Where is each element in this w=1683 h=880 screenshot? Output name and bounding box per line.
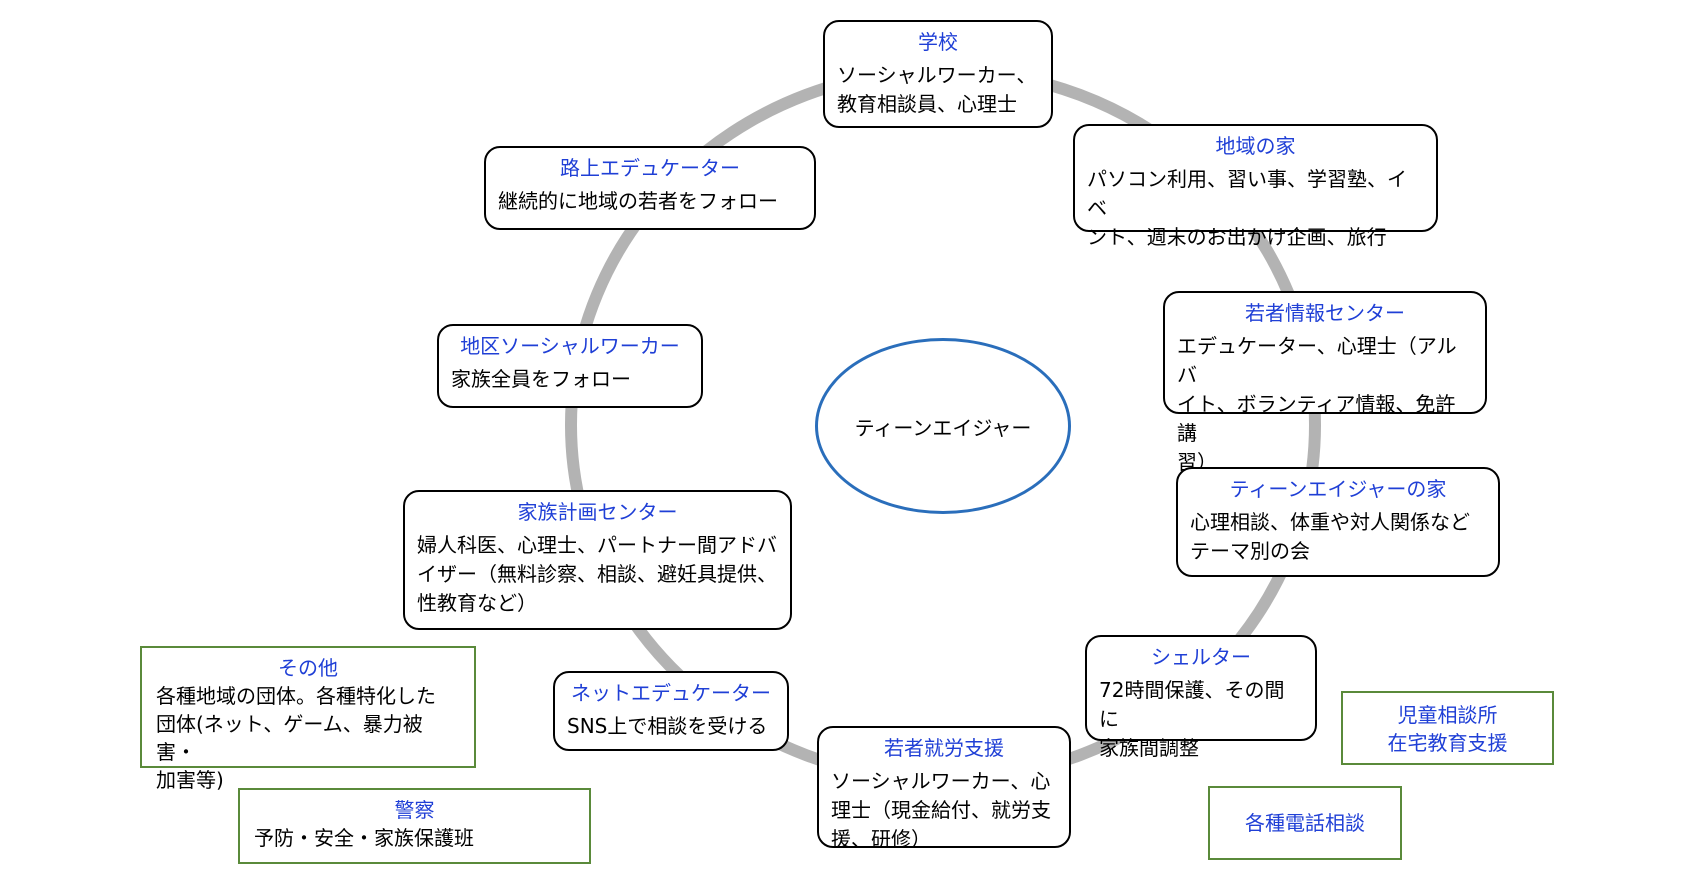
node-title: 路上エデュケーター — [560, 156, 740, 180]
extra-body: 予防・安全・家族保護班 — [254, 826, 474, 850]
node-body: SNS上で相談を受ける — [567, 714, 768, 738]
node-body: 心理相談、体重や対人関係など テーマ別の会 — [1190, 510, 1470, 563]
node-family-planning-center: 家族計画センター 婦人科医、心理士、パートナー間アドバ イザー（無料診察、相談、… — [403, 490, 792, 630]
node-net-educator: ネットエデュケーター SNS上で相談を受ける — [553, 671, 789, 751]
node-title: シェルター — [1151, 645, 1251, 669]
node-title: 地区ソーシャルワーカー — [460, 334, 680, 358]
extra-others: その他 各種地域の団体。各種特化した 団体(ネット、ゲーム、暴力被害・ 加害等) — [140, 646, 476, 792]
node-street-educator: 路上エデュケーター 継続的に地域の若者をフォロー — [484, 146, 816, 230]
node-body: 72時間保護、その間に 家族間調整 — [1099, 678, 1285, 760]
node-youth-info-center: 若者情報センター エデュケーター、心理士（アルバ イト、ボランティア情報、免許講… — [1163, 291, 1487, 474]
node-title: 地域の家 — [1215, 134, 1296, 158]
node-community-house: 地域の家 パソコン利用、習い事、学習塾、イベ ント、週末のお出かけ企画、旅行 — [1073, 124, 1438, 249]
extra-child-guidance: 児童相談所 在宅教育支援 — [1341, 691, 1554, 765]
extra-body: 各種地域の団体。各種特化した 団体(ネット、ゲーム、暴力被害・ 加害等) — [156, 684, 436, 792]
extra-body: 各種電話相談 — [1245, 811, 1365, 835]
extra-phone-consult: 各種電話相談 — [1208, 786, 1402, 860]
node-body: ソーシャルワーカー、心 理士（現金給付、就労支 援、研修） — [831, 769, 1051, 851]
node-title: 若者情報センター — [1245, 301, 1405, 325]
center-label: ティーンエイジャー — [854, 415, 1032, 440]
node-body: 家族全員をフォロー — [451, 367, 631, 391]
node-body: 婦人科医、心理士、パートナー間アドバ イザー（無料診察、相談、避妊具提供、 性教… — [417, 533, 777, 615]
extra-body: 児童相談所 在宅教育支援 — [1387, 703, 1508, 755]
node-school: 学校 ソーシャルワーカー、 教育相談員、心理士 — [823, 20, 1053, 128]
extra-title: その他 — [278, 656, 338, 680]
node-title: 学校 — [918, 30, 958, 54]
node-body: パソコン利用、習い事、学習塾、イベ ント、週末のお出かけ企画、旅行 — [1087, 167, 1407, 249]
node-shelter: シェルター 72時間保護、その間に 家族間調整 — [1085, 635, 1317, 760]
node-title: ティーンエイジャーの家 — [1229, 477, 1447, 501]
node-title: ネットエデュケーター — [571, 681, 771, 705]
center-ellipse: ティーンエイジャー — [815, 338, 1071, 514]
node-body: エデュケーター、心理士（アルバ イト、ボランティア情報、免許講 習） — [1177, 334, 1457, 474]
node-teen-house: ティーンエイジャーの家 心理相談、体重や対人関係など テーマ別の会 — [1176, 467, 1500, 577]
node-youth-employment: 若者就労支援 ソーシャルワーカー、心 理士（現金給付、就労支 援、研修） — [817, 726, 1071, 851]
node-body: ソーシャルワーカー、 教育相談員、心理士 — [837, 63, 1037, 116]
node-body: 継続的に地域の若者をフォロー — [498, 189, 778, 213]
extra-title: 警察 — [394, 798, 435, 822]
node-title: 家族計画センター — [517, 500, 678, 524]
node-title: 若者就労支援 — [884, 736, 1004, 760]
node-district-social-worker: 地区ソーシャルワーカー 家族全員をフォロー — [437, 324, 703, 408]
extra-police: 警察 予防・安全・家族保護班 — [238, 788, 591, 864]
